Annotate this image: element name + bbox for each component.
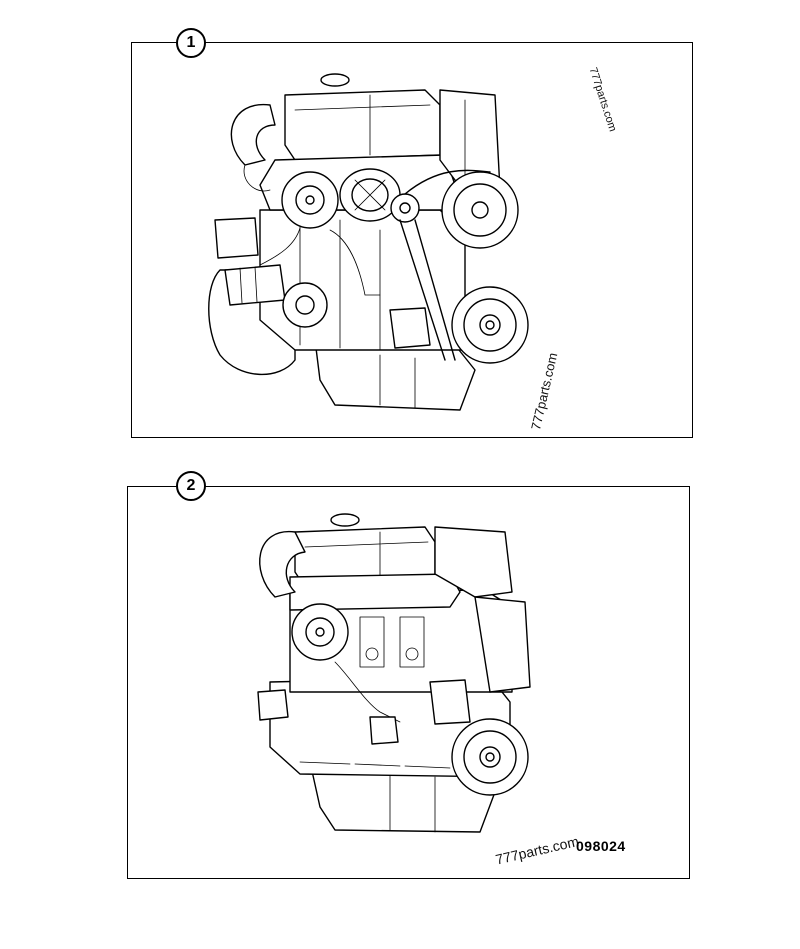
figure-number-badge-1: 1 — [176, 28, 206, 58]
engine-assembly-view-2-icon — [257, 513, 531, 833]
part-number-label: 098024 — [576, 838, 626, 854]
engine-assembly-view-1-icon — [208, 73, 529, 411]
figure-number-badge-2: 2 — [176, 471, 206, 501]
